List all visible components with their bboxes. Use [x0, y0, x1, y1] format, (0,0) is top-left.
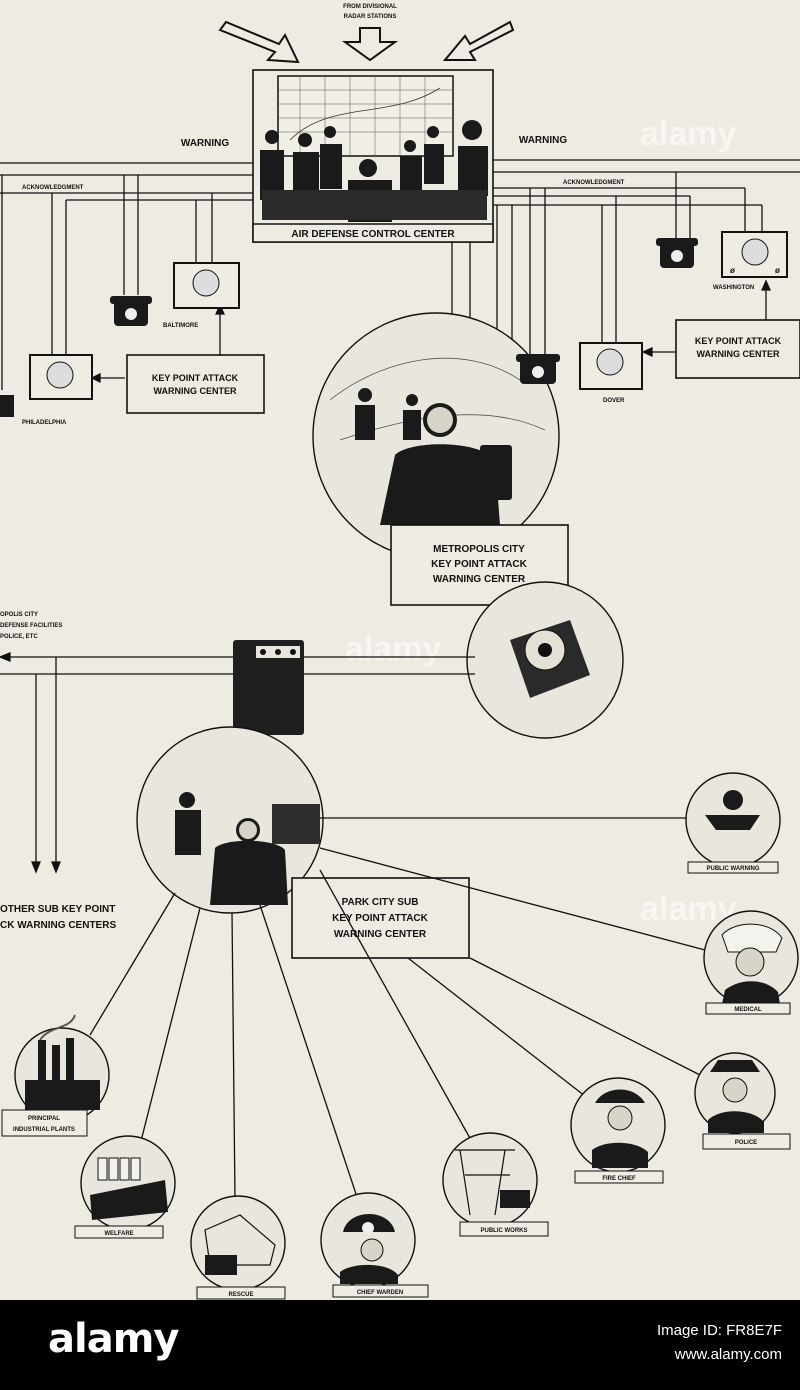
park-city-kpawc: PARK CITY SUB KEY POINT ATTACK WARNING C… [291, 877, 470, 959]
warning-right-label: WARNING [519, 135, 568, 146]
warning-left-label: WARNING [181, 138, 230, 149]
loudspeaker-icon [173, 262, 240, 309]
kpawc-left-line1: KEY POINT ATTACK [152, 373, 239, 383]
loudspeaker-icon [29, 354, 93, 400]
dial-phone-illustration [466, 581, 624, 739]
metro-note-line2: DEFENSE FACILITIES [0, 623, 62, 629]
footer-bar: alamy Image ID: FR8E7F www.alamy.com [0, 1300, 800, 1390]
diagram-stage: alamy alamy alamy FROM DIVISIONAL RADAR … [0, 4, 800, 1300]
metropolis-operator-illustration [312, 312, 560, 560]
metro-note-line3: POLICE, ETC [0, 634, 38, 640]
medical-node: MEDICAL [703, 910, 799, 1015]
welfare-label: WELFARE [104, 1231, 133, 1237]
baltimore-label: BALTIMORE [163, 323, 198, 329]
metro-line2: KEY POINT ATTACK [431, 559, 528, 570]
police-label: POLICE [735, 1140, 757, 1146]
telephone-icon [110, 296, 152, 326]
footer-logo[interactable]: alamy [48, 1316, 179, 1362]
kpawc-right-line1: KEY POINT ATTACK [695, 336, 782, 346]
public-warning-node: PUBLIC WARNING [685, 772, 781, 874]
kpawc-left-line2: WARNING CENTER [154, 386, 238, 396]
chief-warden-label: CHIEF WARDEN [357, 1290, 403, 1296]
footer-url[interactable]: www.alamy.com [674, 1346, 782, 1363]
metro-line1: METROPOLIS CITY [433, 544, 525, 555]
welfare-node: WELFARE [74, 1135, 176, 1239]
footer-image-id: Image ID: FR8E7F [656, 1322, 782, 1339]
ack-right-label: ACKNOWLEDGMENT [563, 180, 625, 186]
other-sub-line1: OTHER SUB KEY POINT [0, 904, 115, 915]
fire-chief-label: FIRE CHIEF [602, 1176, 636, 1182]
junction-box [233, 640, 304, 735]
chief-warden-node: CHIEF WARDEN [320, 1192, 429, 1298]
ack-left-label: ACKNOWLEDGMENT [22, 185, 84, 191]
svg-text:ø: ø [730, 266, 735, 275]
philadelphia-label: PHILADELPHIA [22, 420, 67, 426]
industrial-line2: INDUSTRIAL PLANTS [13, 1127, 75, 1133]
police-node: POLICE [694, 1052, 791, 1150]
park-line3: WARNING CENTER [334, 929, 427, 940]
park-line2: KEY POINT ATTACK [332, 913, 429, 924]
telephone-icon [0, 395, 14, 417]
top-label-line1: FROM DIVISIONAL [343, 4, 397, 10]
air-defense-label: AIR DEFENSE CONTROL CENTER [291, 229, 455, 240]
loudspeaker-icon [579, 342, 643, 390]
key-point-attack-warning-center-left: KEY POINT ATTACK WARNING CENTER [126, 354, 265, 414]
rescue-node: RESCUE [190, 1195, 286, 1300]
radiating-connection-lines [89, 817, 706, 1201]
medical-label: MEDICAL [734, 1007, 762, 1013]
air-defense-control-center: AIR DEFENSE CONTROL CENTER [252, 69, 494, 243]
right-wiring [451, 159, 800, 358]
washington-label: WASHINGTON [713, 285, 754, 291]
metro-note-line1: OPOLIS CITY [0, 612, 38, 618]
public-works-node: PUBLIC WORKS [442, 1132, 549, 1237]
top-label-line2: RADAR STATIONS [344, 14, 397, 20]
watermark: alamy [345, 630, 441, 668]
svg-text:ø: ø [775, 266, 780, 275]
metro-line3: WARNING CENTER [433, 574, 526, 585]
other-sub-line2: CK WARNING CENTERS [0, 920, 116, 931]
left-wiring [0, 162, 253, 390]
public-warning-label: PUBLIC WARNING [707, 866, 760, 872]
park-city-operator-illustration [136, 726, 324, 914]
dover-label: DOVER [603, 398, 625, 404]
key-point-attack-warning-center-right: KEY POINT ATTACK WARNING CENTER [675, 319, 800, 379]
civil-defense-warning-diagram: alamy alamy alamy FROM DIVISIONAL RADAR … [0, 4, 800, 1300]
fire-chief-node: FIRE CHIEF [570, 1077, 666, 1184]
incoming-radar-arrows [218, 20, 515, 64]
telephone-icon [516, 354, 560, 384]
watermark: alamy [640, 115, 736, 153]
telephone-icon [656, 238, 698, 268]
rescue-label: RESCUE [228, 1292, 253, 1298]
industrial-line1: PRINCIPAL [28, 1116, 60, 1122]
park-line1: PARK CITY SUB [342, 897, 419, 908]
public-works-label: PUBLIC WORKS [481, 1228, 528, 1234]
industrial-plants-node: PRINCIPAL INDUSTRIAL PLANTS [1, 1014, 110, 1137]
kpawc-right-line2: WARNING CENTER [697, 349, 781, 359]
